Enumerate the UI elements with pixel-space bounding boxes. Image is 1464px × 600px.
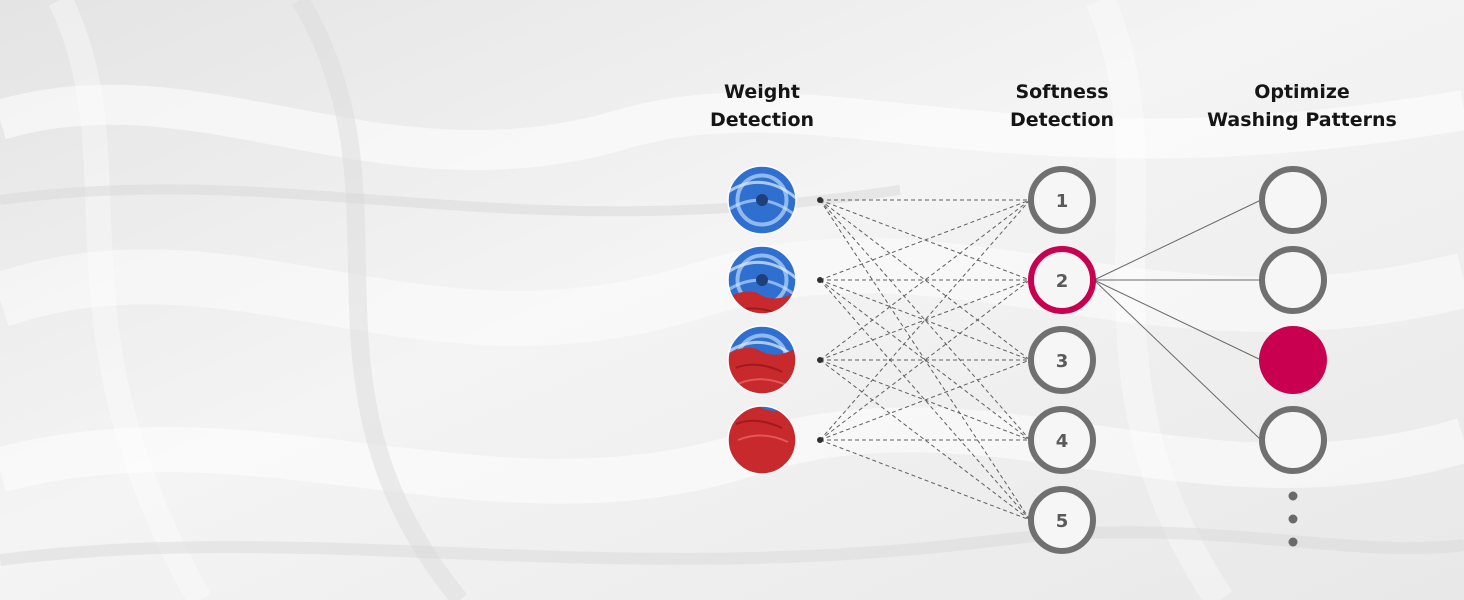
softness-node-1: 1 — [1028, 166, 1096, 234]
drum-half-load-icon — [727, 325, 797, 395]
softness-node-5: 5 — [1028, 486, 1096, 554]
connection-line — [819, 199, 1031, 281]
connection-line — [819, 199, 1031, 361]
connector-dot — [817, 437, 823, 443]
softness-pattern-connections — [1093, 199, 1262, 441]
softness-label: 2 — [1056, 271, 1069, 292]
weight-detection-heading: Weight Detection — [709, 81, 815, 131]
pattern-node — [1259, 246, 1327, 314]
softness-label: 1 — [1056, 191, 1069, 212]
connection-line — [819, 439, 1031, 521]
more-patterns-ellipsis-icon — [1288, 491, 1298, 547]
softness-label: 3 — [1056, 351, 1069, 372]
connection-line — [819, 279, 1031, 441]
softness-node-3: 3 — [1028, 326, 1096, 394]
softness-ring — [1028, 166, 1096, 234]
connection-line — [819, 279, 1031, 361]
connection-line — [819, 279, 1031, 441]
softness-ring — [1028, 326, 1096, 394]
softness-detection-heading: Softness Detection — [1009, 81, 1115, 131]
softness-label: 4 — [1056, 431, 1069, 452]
weight-softness-connections — [819, 199, 1031, 521]
connection-line — [1093, 279, 1262, 361]
pattern-node — [1259, 166, 1327, 234]
softness-ring — [1028, 246, 1096, 314]
connection-line — [819, 359, 1031, 521]
drum-full-load-icon — [727, 405, 797, 475]
optimize-washing-patterns-heading: Optimize Washing Patterns — [1207, 81, 1397, 131]
softness-node-2: 2 — [1028, 246, 1096, 314]
softness-ring — [1028, 406, 1096, 474]
softness-ring — [1028, 486, 1096, 554]
pattern-node-selected — [1259, 326, 1327, 394]
pattern-node — [1259, 406, 1327, 474]
softness-label: 5 — [1056, 511, 1069, 532]
connection-line — [819, 199, 1031, 361]
softness-node-4: 4 — [1028, 406, 1096, 474]
connection-line — [1093, 199, 1262, 281]
drum-small-load-icon — [727, 245, 797, 315]
connector-dot — [817, 277, 823, 283]
drum-empty-icon — [727, 165, 797, 235]
connection-line — [819, 359, 1031, 441]
connector-dot — [817, 357, 823, 363]
connection-line — [1093, 279, 1262, 441]
connector-dot — [817, 197, 823, 203]
